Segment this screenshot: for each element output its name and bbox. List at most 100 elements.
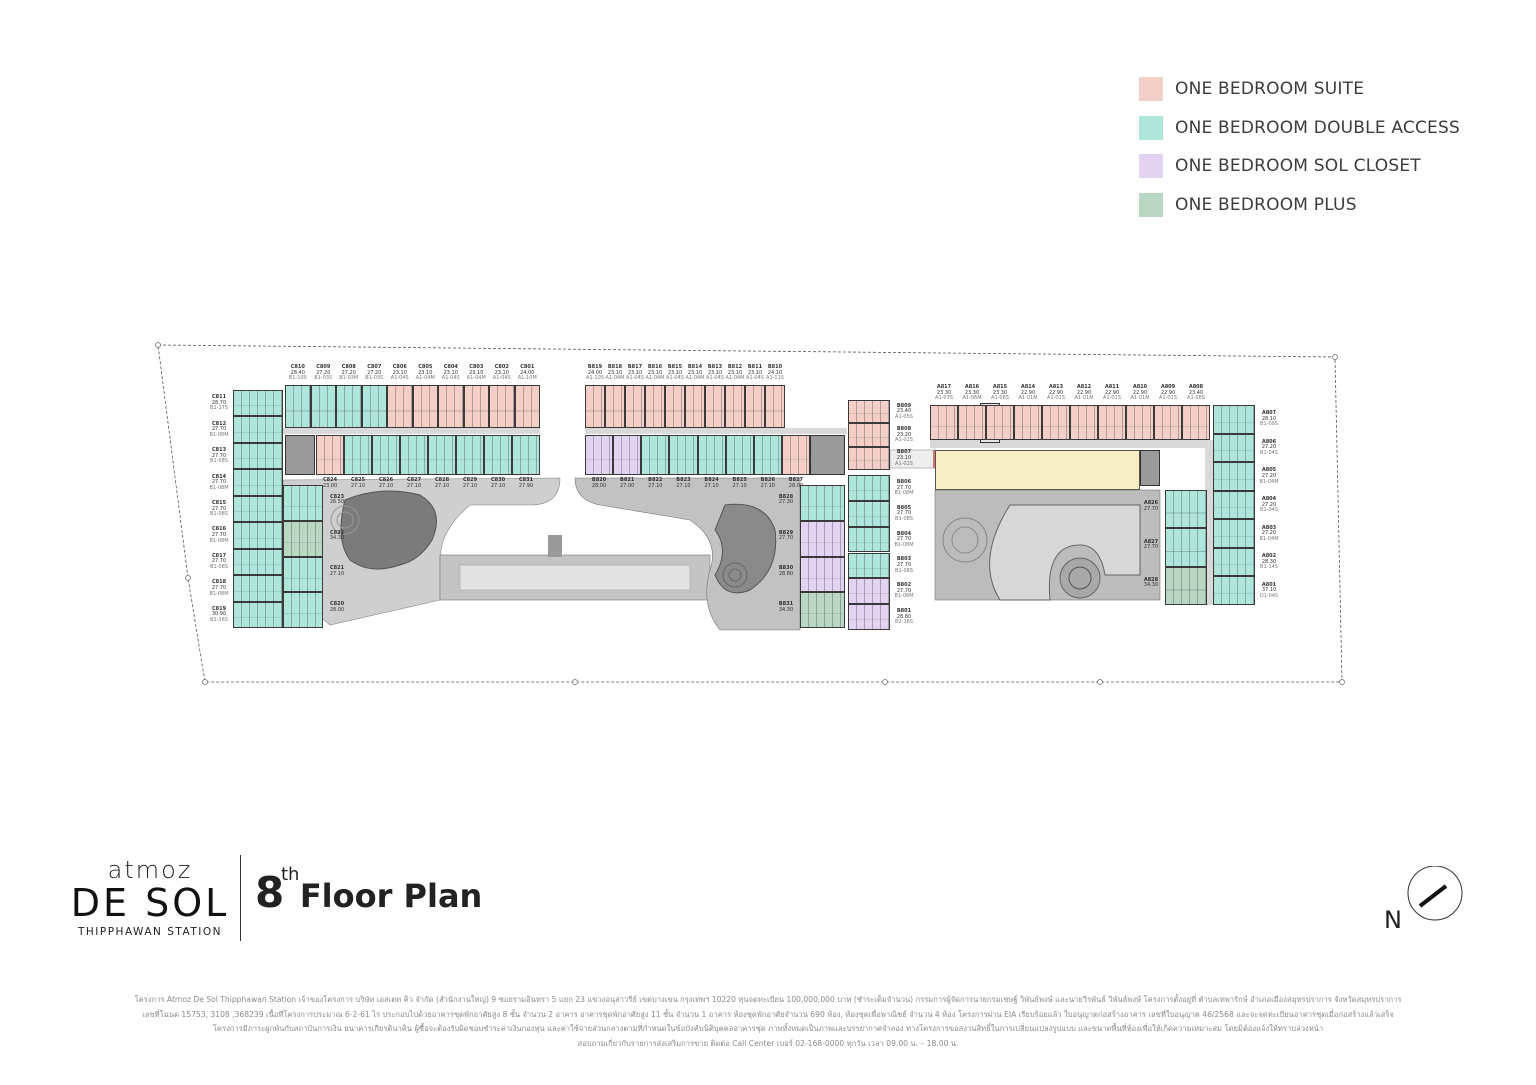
pool-left: [340, 490, 437, 570]
unit-b816: [645, 385, 665, 428]
unit-a812: [1070, 405, 1098, 440]
unit-b807: [848, 446, 890, 470]
unit-code: C820: [329, 601, 345, 608]
unit-c805: [412, 385, 438, 428]
unit-code: C809: [316, 364, 331, 370]
unit-area: 23.30: [936, 389, 952, 396]
legend-item-sol-closet: ONE BEDROOM SOL CLOSET: [1139, 147, 1460, 186]
unit-code: B822: [648, 477, 663, 483]
logo-station: THIPPHAWAN STATION: [77, 926, 223, 938]
unit-area: 27.10: [704, 482, 719, 489]
unit-area: 27.10: [434, 482, 450, 489]
unit-area: 27.70: [211, 584, 227, 591]
unit-code: A813: [1048, 384, 1064, 390]
unit-code: C817: [211, 552, 227, 559]
unit-type: B1-08S: [210, 458, 228, 465]
unit-c831: [512, 435, 540, 475]
unit-type: B1-03S: [314, 375, 333, 382]
unit-area: 27.10: [462, 482, 478, 489]
unit-area: 27.10: [490, 482, 506, 489]
unit-type: B1-03S: [365, 375, 384, 382]
unit-code: C812: [211, 420, 227, 427]
unit-code: C802: [494, 364, 509, 370]
unit-type: D1-04S: [1259, 592, 1279, 599]
unit-area: 22.90: [1076, 389, 1092, 396]
unit-type: B1-10S: [288, 375, 307, 382]
unit-code: B827: [788, 477, 804, 483]
unit-code: B816: [647, 364, 663, 370]
unit-c810: [285, 385, 311, 428]
unit-c813: [233, 442, 283, 470]
unit-type: A1-10S: [586, 375, 604, 382]
unit-type: B1-08M: [894, 593, 914, 600]
disclaimer-line: โครงการมีภาระผูกพันกับสถาบันการเงิน ธนาค…: [212, 1024, 1324, 1033]
unit-code: A815: [992, 384, 1008, 390]
unit-area: 27.70: [1143, 505, 1159, 512]
unit-a828: [1165, 566, 1207, 605]
unit-a806: [1213, 433, 1255, 463]
unit-area: 28.80: [896, 613, 912, 620]
disclaimer: โครงการ Atmoz De Sol Thipphawan Station …: [40, 993, 1496, 1051]
unit-type: A1-04M: [685, 375, 705, 382]
unit-code: A801: [1261, 581, 1277, 588]
unit-area: 34.30: [1143, 582, 1159, 589]
unit-area: 27.00: [620, 482, 635, 489]
unit-area: 27.70: [1143, 544, 1159, 551]
unit-code: B830: [778, 565, 794, 572]
amenity-area: [935, 450, 1140, 490]
unit-type: A1-04S: [390, 375, 409, 382]
unit-b828: [800, 485, 845, 521]
unit-a805: [1213, 462, 1255, 491]
unit-code: B801: [896, 608, 912, 615]
unit-type: A1-10M: [517, 375, 537, 382]
unit-c809: [310, 385, 336, 428]
unit-code: A803: [1261, 524, 1277, 531]
unit-area: 23.10: [747, 369, 763, 376]
unit-area: 26.50: [329, 499, 345, 506]
legend-item-plus: ONE BEDROOM PLUS: [1139, 186, 1460, 225]
corridor: [1205, 440, 1215, 605]
legend-swatch: [1139, 154, 1163, 179]
unit-code: C830: [490, 477, 506, 483]
unit-area: 27.30: [778, 499, 794, 506]
unit-area: 27.10: [732, 482, 747, 489]
disclaimer-line: เลขที่โฉนด 15753, 3108 ,368239 เนื้อที่โ…: [142, 1009, 1394, 1019]
unit-b812: [725, 385, 745, 428]
unit-code: A804: [1261, 496, 1277, 502]
unit-area: 27.20: [1261, 501, 1277, 508]
unit-b806: [848, 475, 890, 501]
legend-label: ONE BEDROOM SOL CLOSET: [1175, 156, 1421, 177]
unit-code: C806: [392, 364, 407, 370]
unit-area: 23.10: [418, 369, 433, 376]
unit-area: 24.10: [767, 369, 783, 376]
unit-code: B813: [707, 364, 723, 370]
unit-code: B823: [676, 477, 691, 483]
unit-type: B1-08S: [210, 511, 228, 518]
unit-area: 37.10: [1261, 587, 1277, 594]
unit-area: 22.90: [1160, 389, 1176, 396]
unit-type: A1-04M: [725, 375, 745, 382]
corridor: [585, 428, 847, 434]
unit-c821: [283, 556, 323, 593]
unit-area: 34.30: [329, 535, 345, 542]
unit-type: B1-04S: [1260, 450, 1278, 457]
unit-c808: [336, 385, 362, 428]
core-stair: [810, 435, 845, 475]
unit-code: A828: [1143, 576, 1159, 583]
